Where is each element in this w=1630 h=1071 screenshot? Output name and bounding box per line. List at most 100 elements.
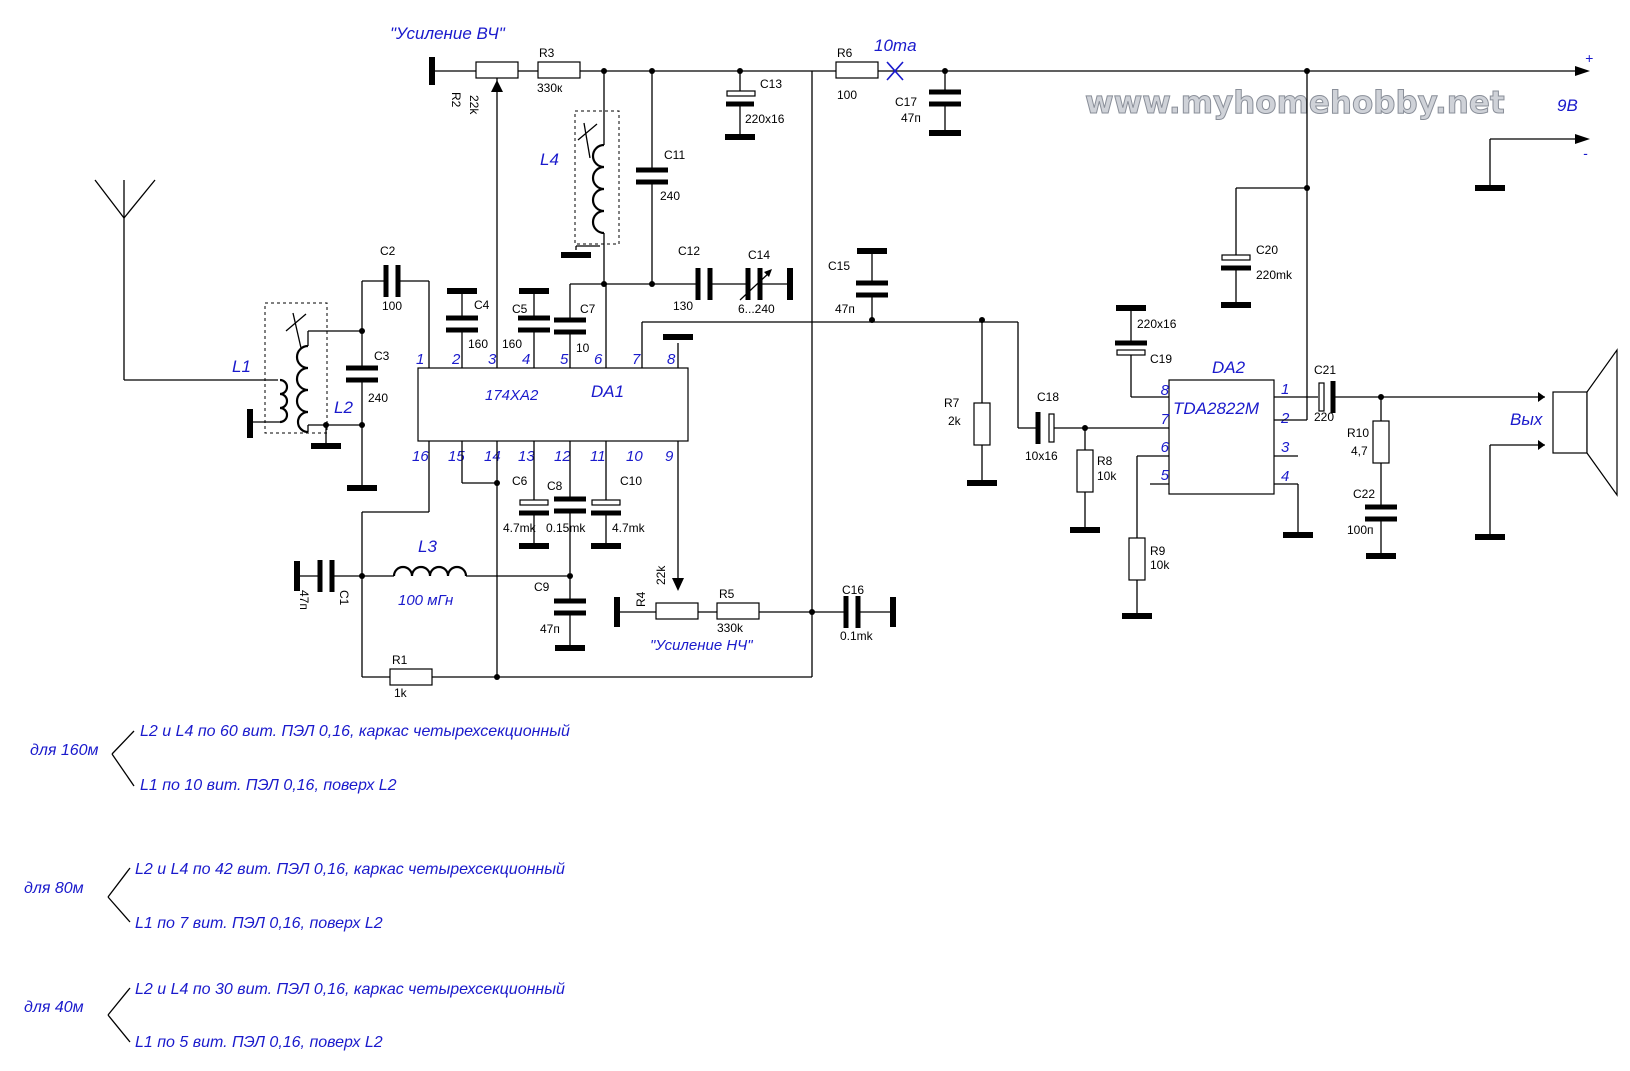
da1-pin9: 9 [665, 448, 674, 465]
da1-pin8: 8 [667, 351, 676, 368]
capacitor-c19: 220x16 C19 [1115, 305, 1177, 398]
l3-name: L3 [418, 537, 437, 556]
r1-value: 1k [394, 686, 408, 700]
resistor-r4: R4 22k [614, 565, 717, 627]
watermark: www.myhomehobby.net [1085, 85, 1505, 121]
da1-pin5: 5 [560, 351, 569, 368]
capacitor-c6: C6 4.7mk [503, 474, 549, 549]
capacitor-c1: 47п C1 [294, 560, 394, 610]
c13-value: 220x16 [745, 112, 785, 126]
da1-pin16: 16 [412, 448, 429, 465]
c3-value: 240 [368, 391, 388, 405]
resistor-r8: R8 10k [1070, 428, 1117, 533]
r2-value: 22k [467, 95, 481, 115]
c17-name: C17 [895, 95, 917, 109]
c18-value: 10x16 [1025, 449, 1058, 463]
capacitor-c18: C18 10x16 [1025, 390, 1169, 463]
capacitor-c5: C5 160 [502, 288, 550, 351]
capacitor-c7: C7 10 [554, 302, 596, 355]
c19-name: C19 [1150, 352, 1172, 366]
note-160m: для 160м L2 и L4 по 60 вит. ПЭЛ 0,16, ка… [30, 723, 570, 794]
c16-value: 0.1mk [840, 629, 874, 643]
resistor-r6: R6 100 [835, 46, 879, 102]
inductor-l4: L4 [540, 71, 620, 284]
note-band: для 160м [30, 742, 99, 759]
c15-value: 47п [835, 302, 855, 316]
l2-name: L2 [334, 398, 353, 417]
l4-name: L4 [540, 150, 559, 169]
output-label: Вых [1510, 410, 1543, 429]
inductor-l3: L3 100 мГн [392, 537, 570, 609]
c21-value: 220 [1314, 410, 1334, 424]
da2-pin7: 7 [1161, 411, 1170, 428]
da1-pin7: 7 [632, 351, 641, 368]
c2-value: 100 [382, 299, 402, 313]
supply-label: 9В [1557, 96, 1578, 115]
capacitor-c21: C21 220 [1314, 363, 1545, 424]
inductor-l1-l2: L1 L2 [232, 302, 362, 449]
c8-name: C8 [547, 479, 563, 493]
da1-type: 174ХА2 [485, 387, 539, 404]
note-80m: для 80м L2 и L4 по 42 вит. ПЭЛ 0,16, кар… [24, 861, 565, 932]
c5-name: C5 [512, 302, 528, 316]
r3-value: 330к [537, 81, 563, 95]
capacitor-c8: C8 0.15mk [546, 479, 586, 573]
da1-pin14: 14 [484, 448, 501, 465]
c12-value: 130 [673, 299, 693, 313]
c8-value: 0.15mk [546, 521, 586, 535]
c18-name: C18 [1037, 390, 1059, 404]
rf-gain-label: "Усиление ВЧ" [390, 24, 506, 43]
da2-type: TDA2822M [1173, 399, 1260, 418]
r8-value: 10k [1097, 469, 1117, 483]
l1-name: L1 [232, 357, 251, 376]
c22-value: 100п [1347, 523, 1374, 537]
c19-value: 220x16 [1137, 317, 1177, 331]
da2-pin4: 4 [1281, 468, 1289, 485]
capacitor-c9: C9 47п [534, 576, 586, 651]
note-line2: L1 по 7 вит. ПЭЛ 0,16, поверх L2 [135, 915, 383, 932]
capacitor-c14: C14 6...240 [738, 248, 793, 316]
c12-name: C12 [678, 244, 700, 258]
c6-value: 4.7mk [503, 521, 537, 535]
capacitor-c13: C13 220x16 [725, 71, 785, 140]
note-line2: L1 по 10 вит. ПЭЛ 0,16, поверх L2 [140, 777, 397, 794]
af-gain-label: "Усиление НЧ" [650, 637, 753, 654]
plus-label: + [1585, 50, 1593, 66]
r8-name: R8 [1097, 454, 1113, 468]
c1-name: C1 [337, 590, 351, 606]
c7-name: C7 [580, 302, 596, 316]
c22-name: C22 [1353, 487, 1375, 501]
r5-name: R5 [719, 587, 735, 601]
c21-name: C21 [1314, 363, 1336, 377]
capacitor-c22: C22 100п [1347, 487, 1397, 559]
c6-name: C6 [512, 474, 528, 488]
da1-pin10: 10 [626, 448, 643, 465]
c4-name: C4 [474, 298, 490, 312]
capacitor-c12: C12 130 [673, 244, 746, 313]
r10-value: 4,7 [1351, 444, 1368, 458]
da2-pin2: 2 [1280, 410, 1290, 427]
c11-value: 240 [660, 189, 680, 203]
note-band: для 80м [24, 880, 84, 897]
c9-value: 47п [540, 622, 560, 636]
da1-pin13: 13 [518, 448, 535, 465]
note-line1: L2 и L4 по 60 вит. ПЭЛ 0,16, каркас четы… [140, 723, 570, 740]
resistor-r1: R1 1k [362, 653, 812, 700]
r9-name: R9 [1150, 544, 1166, 558]
capacitor-c16: C16 0.1mk [840, 583, 896, 643]
c14-value: 6...240 [738, 302, 775, 316]
c14-name: C14 [748, 248, 770, 262]
ic-da2: DA2 TDA2822M 8 7 6 5 1 2 3 4 [1161, 358, 1290, 495]
da1-pin6: 6 [594, 351, 603, 368]
r3-name: R3 [539, 46, 555, 60]
resistor-r3: R3 330к [537, 46, 581, 95]
minus-label: - [1583, 145, 1588, 161]
r10-name: R10 [1347, 426, 1369, 440]
da1-pin1: 1 [416, 351, 424, 368]
r7-name: R7 [944, 396, 960, 410]
capacitor-c3: C3 240 [346, 331, 390, 491]
c9-name: C9 [534, 580, 550, 594]
da2-pin8: 8 [1161, 382, 1170, 399]
speaker: Вых [1475, 348, 1618, 540]
